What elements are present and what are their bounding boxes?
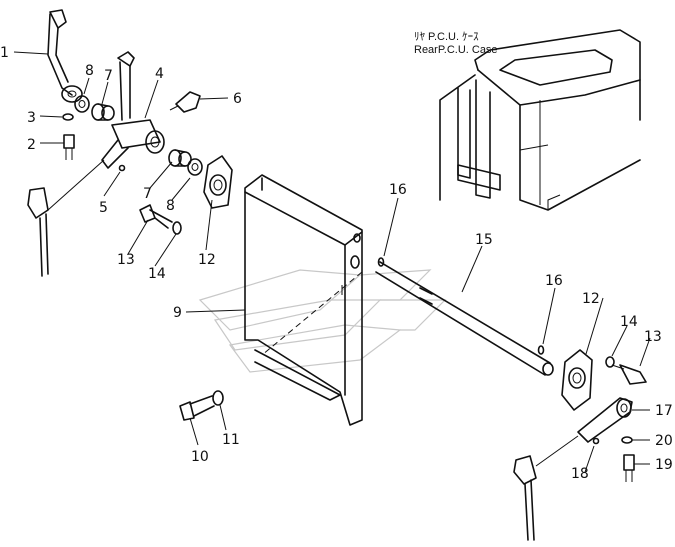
callout-16-right: 16 (545, 273, 563, 289)
part-washer-14-right (605, 356, 615, 368)
leader-lines (13, 51, 651, 473)
callout-17: 17 (655, 403, 673, 419)
part-bolt-2 (63, 134, 75, 160)
part-housing-4 (101, 51, 165, 169)
part-bolt-13-right (611, 364, 647, 385)
caption-jp: ﾘﾔ P.C.U. ｹｰｽ (414, 30, 479, 43)
callout-15: 15 (475, 232, 493, 248)
part-rod-end-right (513, 435, 579, 541)
caption-en: RearP.C.U. Case (414, 44, 498, 56)
callout-19: 19 (655, 457, 673, 473)
callout-16-center: 16 (389, 182, 407, 198)
part-washer-11 (212, 390, 224, 406)
part-pin-16-center (377, 257, 385, 267)
part-washer-3 (62, 113, 74, 121)
callout-13-right: 13 (644, 329, 662, 345)
callout-1: 1 (0, 45, 9, 61)
callout-3: 3 (27, 110, 36, 126)
callout-12-left: 12 (198, 252, 216, 268)
part-pin-5 (118, 164, 126, 172)
callout-5: 5 (99, 200, 108, 216)
callout-2: 2 (27, 137, 36, 153)
callout-9: 9 (173, 305, 182, 321)
part-washer-14-left (172, 221, 182, 235)
callout-13-left: 13 (117, 252, 135, 268)
watermark-logo (198, 269, 447, 373)
callout-18: 18 (571, 466, 589, 482)
callout-8-upper: 8 (85, 63, 94, 79)
part-bushing-7-center (168, 149, 192, 167)
part-flange-12-left (203, 155, 233, 209)
part-pin-18 (592, 437, 600, 445)
callout-12-right: 12 (582, 291, 600, 307)
callout-7-lower: 7 (143, 186, 152, 202)
rear-pcu-case (439, 29, 641, 211)
part-washer-20 (621, 436, 633, 444)
part-bushing-7-left (91, 103, 115, 121)
part-bearing-8-center (187, 158, 203, 176)
part-lever-1 (47, 9, 83, 103)
callout-20: 20 (655, 433, 673, 449)
callout-4: 4 (155, 66, 164, 82)
callout-11: 11 (222, 432, 240, 448)
part-shaft-15 (261, 261, 554, 376)
callout-14-right: 14 (620, 314, 638, 330)
part-bearing-8-left (74, 95, 90, 113)
callout-8-lower: 8 (166, 198, 175, 214)
callout-7-upper: 7 (104, 68, 113, 84)
part-bolt-10 (179, 395, 215, 421)
callout-10: 10 (191, 449, 209, 465)
part-flange-12-right (561, 349, 593, 411)
callout-14-left: 14 (148, 266, 166, 282)
callout-6: 6 (233, 91, 242, 107)
part-frame-9 (244, 174, 363, 426)
part-rod-end-left (27, 159, 105, 277)
part-bolt-19 (623, 454, 635, 482)
part-fitting-6 (169, 91, 201, 113)
part-lever-17 (577, 397, 633, 443)
part-pin-16-right (537, 345, 545, 355)
part-bolt-13-left (139, 204, 173, 229)
